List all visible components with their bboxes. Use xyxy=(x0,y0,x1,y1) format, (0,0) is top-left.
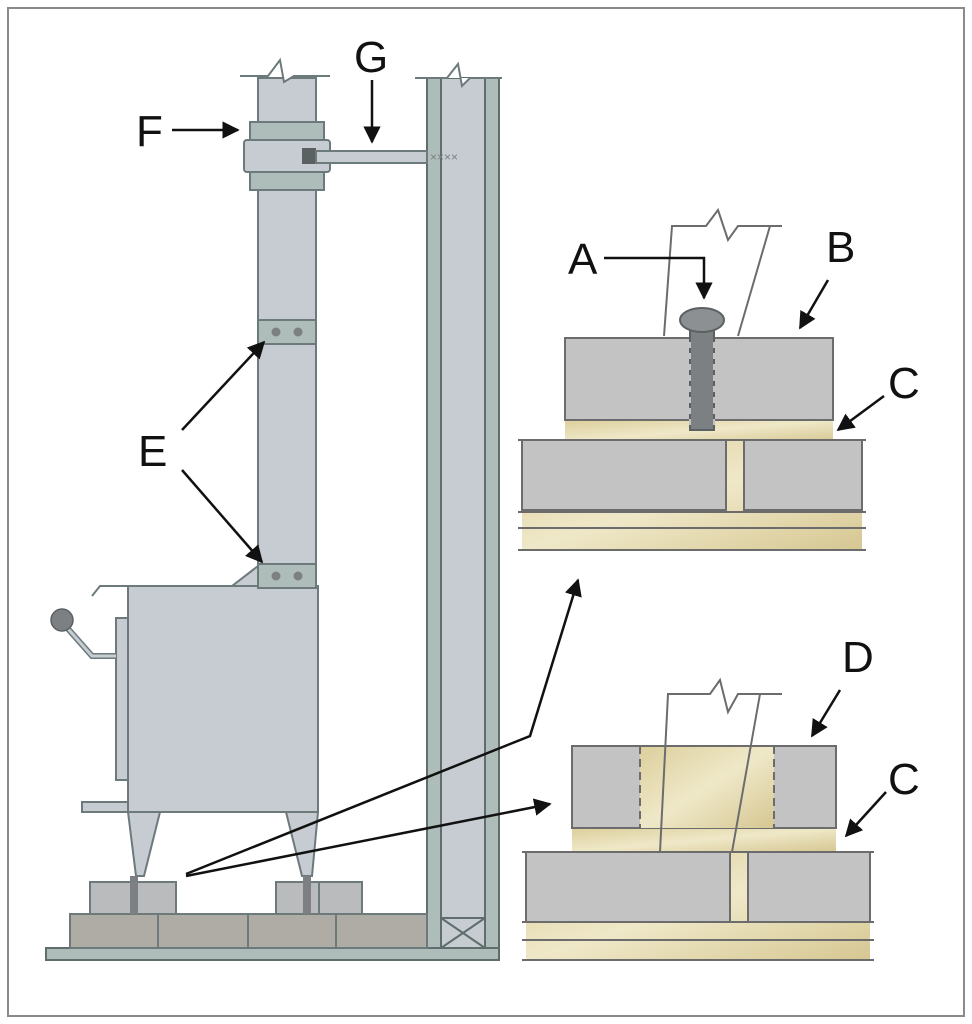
label-g: G xyxy=(354,33,388,82)
label-e: E xyxy=(138,427,167,476)
detail-grouted-support xyxy=(522,677,874,961)
pipe-clamp xyxy=(243,121,331,191)
label-f: F xyxy=(136,107,163,156)
label-c-bottom: C xyxy=(888,755,920,804)
label-a: A xyxy=(568,235,598,284)
floor-plate xyxy=(45,947,500,961)
leader-arrows xyxy=(172,80,887,878)
label-b: B xyxy=(826,223,855,272)
svg-text:××××: ×××× xyxy=(430,150,458,164)
wall-stud xyxy=(415,61,502,961)
label-d: D xyxy=(842,633,874,682)
label-c-top: C xyxy=(888,359,920,408)
detail-bolted-support xyxy=(518,207,866,551)
wood-stove xyxy=(50,585,320,914)
floor-pavers xyxy=(69,913,428,949)
wall-brace: ×××× xyxy=(315,150,458,164)
